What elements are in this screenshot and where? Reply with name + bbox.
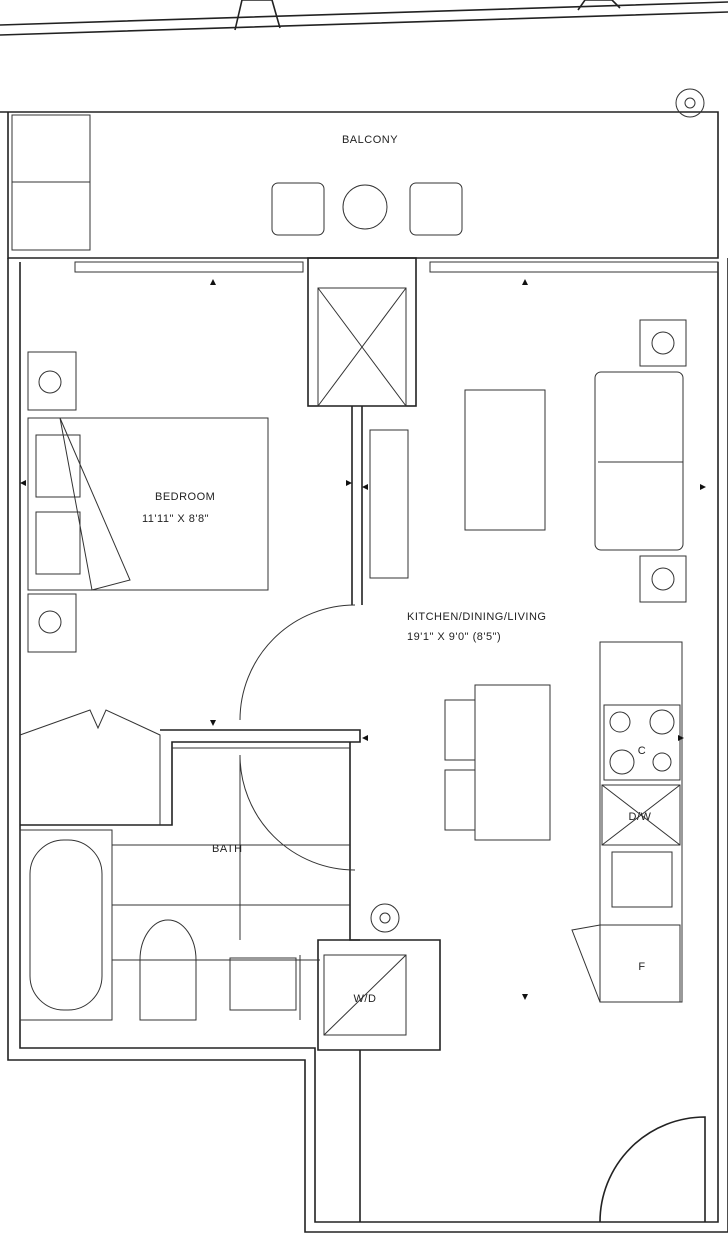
bath-label: BATH — [212, 843, 243, 855]
balcony: BALCONY — [0, 0, 728, 259]
bath-fixtures — [19, 747, 350, 1021]
cooktop-label: C — [638, 745, 646, 757]
kitchen-counter: C D/W F — [571, 641, 683, 1003]
washer-dryer-label: W/D — [354, 993, 377, 1005]
direction-markers — [20, 279, 706, 1000]
living-label: KITCHEN/DINING/LIVING — [407, 611, 546, 623]
balcony-label: BALCONY — [342, 134, 398, 146]
exterior-walls — [7, 258, 728, 1233]
living-dims: 19'1" X 9'0" (8'5") — [407, 631, 501, 643]
plant-icon — [370, 903, 400, 933]
bedroom-label: BEDROOM — [155, 491, 215, 503]
dishwasher-label: D/W — [629, 811, 652, 823]
fridge-label: F — [638, 961, 645, 973]
living-furniture — [369, 319, 687, 841]
plant-icon — [675, 88, 705, 118]
interior-walls — [20, 257, 441, 1222]
entry-door — [599, 1116, 706, 1223]
bedroom-dims: 11'11" X 8'8" — [142, 513, 209, 525]
bed — [19, 351, 269, 825]
